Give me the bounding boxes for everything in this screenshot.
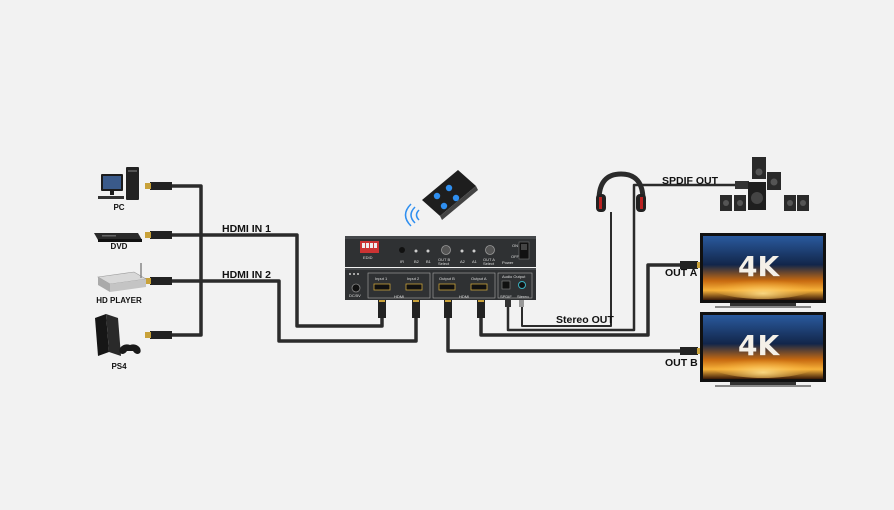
cable-stereo: [521, 212, 612, 327]
off-label: OFF: [511, 254, 519, 259]
stereo-out-label: Stereo OUT: [556, 314, 614, 326]
b2-label: B2: [414, 259, 419, 264]
spdif-out-label: SPDIF OUT: [662, 175, 719, 187]
on-label: ON: [512, 243, 518, 248]
switch-plugs: [378, 297, 524, 318]
power-label: Power: [502, 260, 514, 265]
cables: [170, 183, 744, 353]
spdif-port-label: SPDIF: [500, 294, 512, 299]
cable-out-a: [479, 263, 684, 337]
hd-player-icon: [97, 263, 147, 292]
cable-hdmi-in-1: [170, 233, 384, 328]
hd-player-label: HD PLAYER: [96, 296, 142, 305]
cable-hdmi-in-2: [170, 279, 418, 343]
ps4-icon: [95, 314, 141, 356]
switch-front-panel: [345, 236, 536, 267]
ir-label: IR: [400, 259, 404, 264]
tv-a-4k-text: 4K: [738, 250, 780, 283]
switch-back-panel: [345, 268, 536, 300]
output-b-label: Output B: [439, 276, 455, 281]
dc-5v-label: DC/5V: [349, 293, 361, 298]
tv-b-icon: [700, 312, 826, 387]
dvd-icon: [94, 233, 142, 242]
remote-control-icon: [404, 170, 478, 227]
a1-label: A1: [472, 259, 477, 264]
pc-icon: [98, 167, 139, 200]
stereo-port-label: Stereo: [517, 294, 529, 299]
hdmi-out-label: HDMI: [459, 294, 470, 299]
edid-label: EDID: [363, 255, 373, 260]
source-plugs: [145, 182, 172, 339]
tv-b-4k-text: 4K: [738, 329, 780, 362]
b1-label: B1: [426, 259, 431, 264]
tv-a-icon: [700, 233, 826, 308]
cable-spdif: [506, 183, 744, 332]
hdmi-in-label: HDMI: [394, 294, 405, 299]
tv-plugs: [680, 181, 749, 355]
speaker-system-icon: [720, 157, 809, 211]
input-1-label: Input 1: [375, 276, 388, 281]
cable-pc-ps4: [172, 184, 203, 337]
ps4-label: PS4: [111, 362, 127, 371]
headphones-icon: [596, 171, 646, 212]
out-a-select-label: OUT A Select: [483, 257, 495, 266]
dvd-label: DVD: [110, 242, 128, 251]
audio-output-label: Audio Output: [502, 274, 526, 279]
hdmi-in-2-label: HDMI IN 2: [222, 269, 272, 281]
out-b-label: OUT B: [665, 357, 698, 369]
hdmi-in-1-label: HDMI IN 1: [222, 223, 272, 235]
a2-label: A2: [460, 259, 465, 264]
pc-label: PC: [113, 203, 125, 212]
out-b-select-label: OUT B Select: [438, 257, 451, 266]
input-2-label: Input 2: [407, 276, 420, 281]
output-a-label: Output A: [471, 276, 487, 281]
cable-out-b: [446, 313, 684, 353]
out-a-label: OUT A: [665, 267, 698, 279]
